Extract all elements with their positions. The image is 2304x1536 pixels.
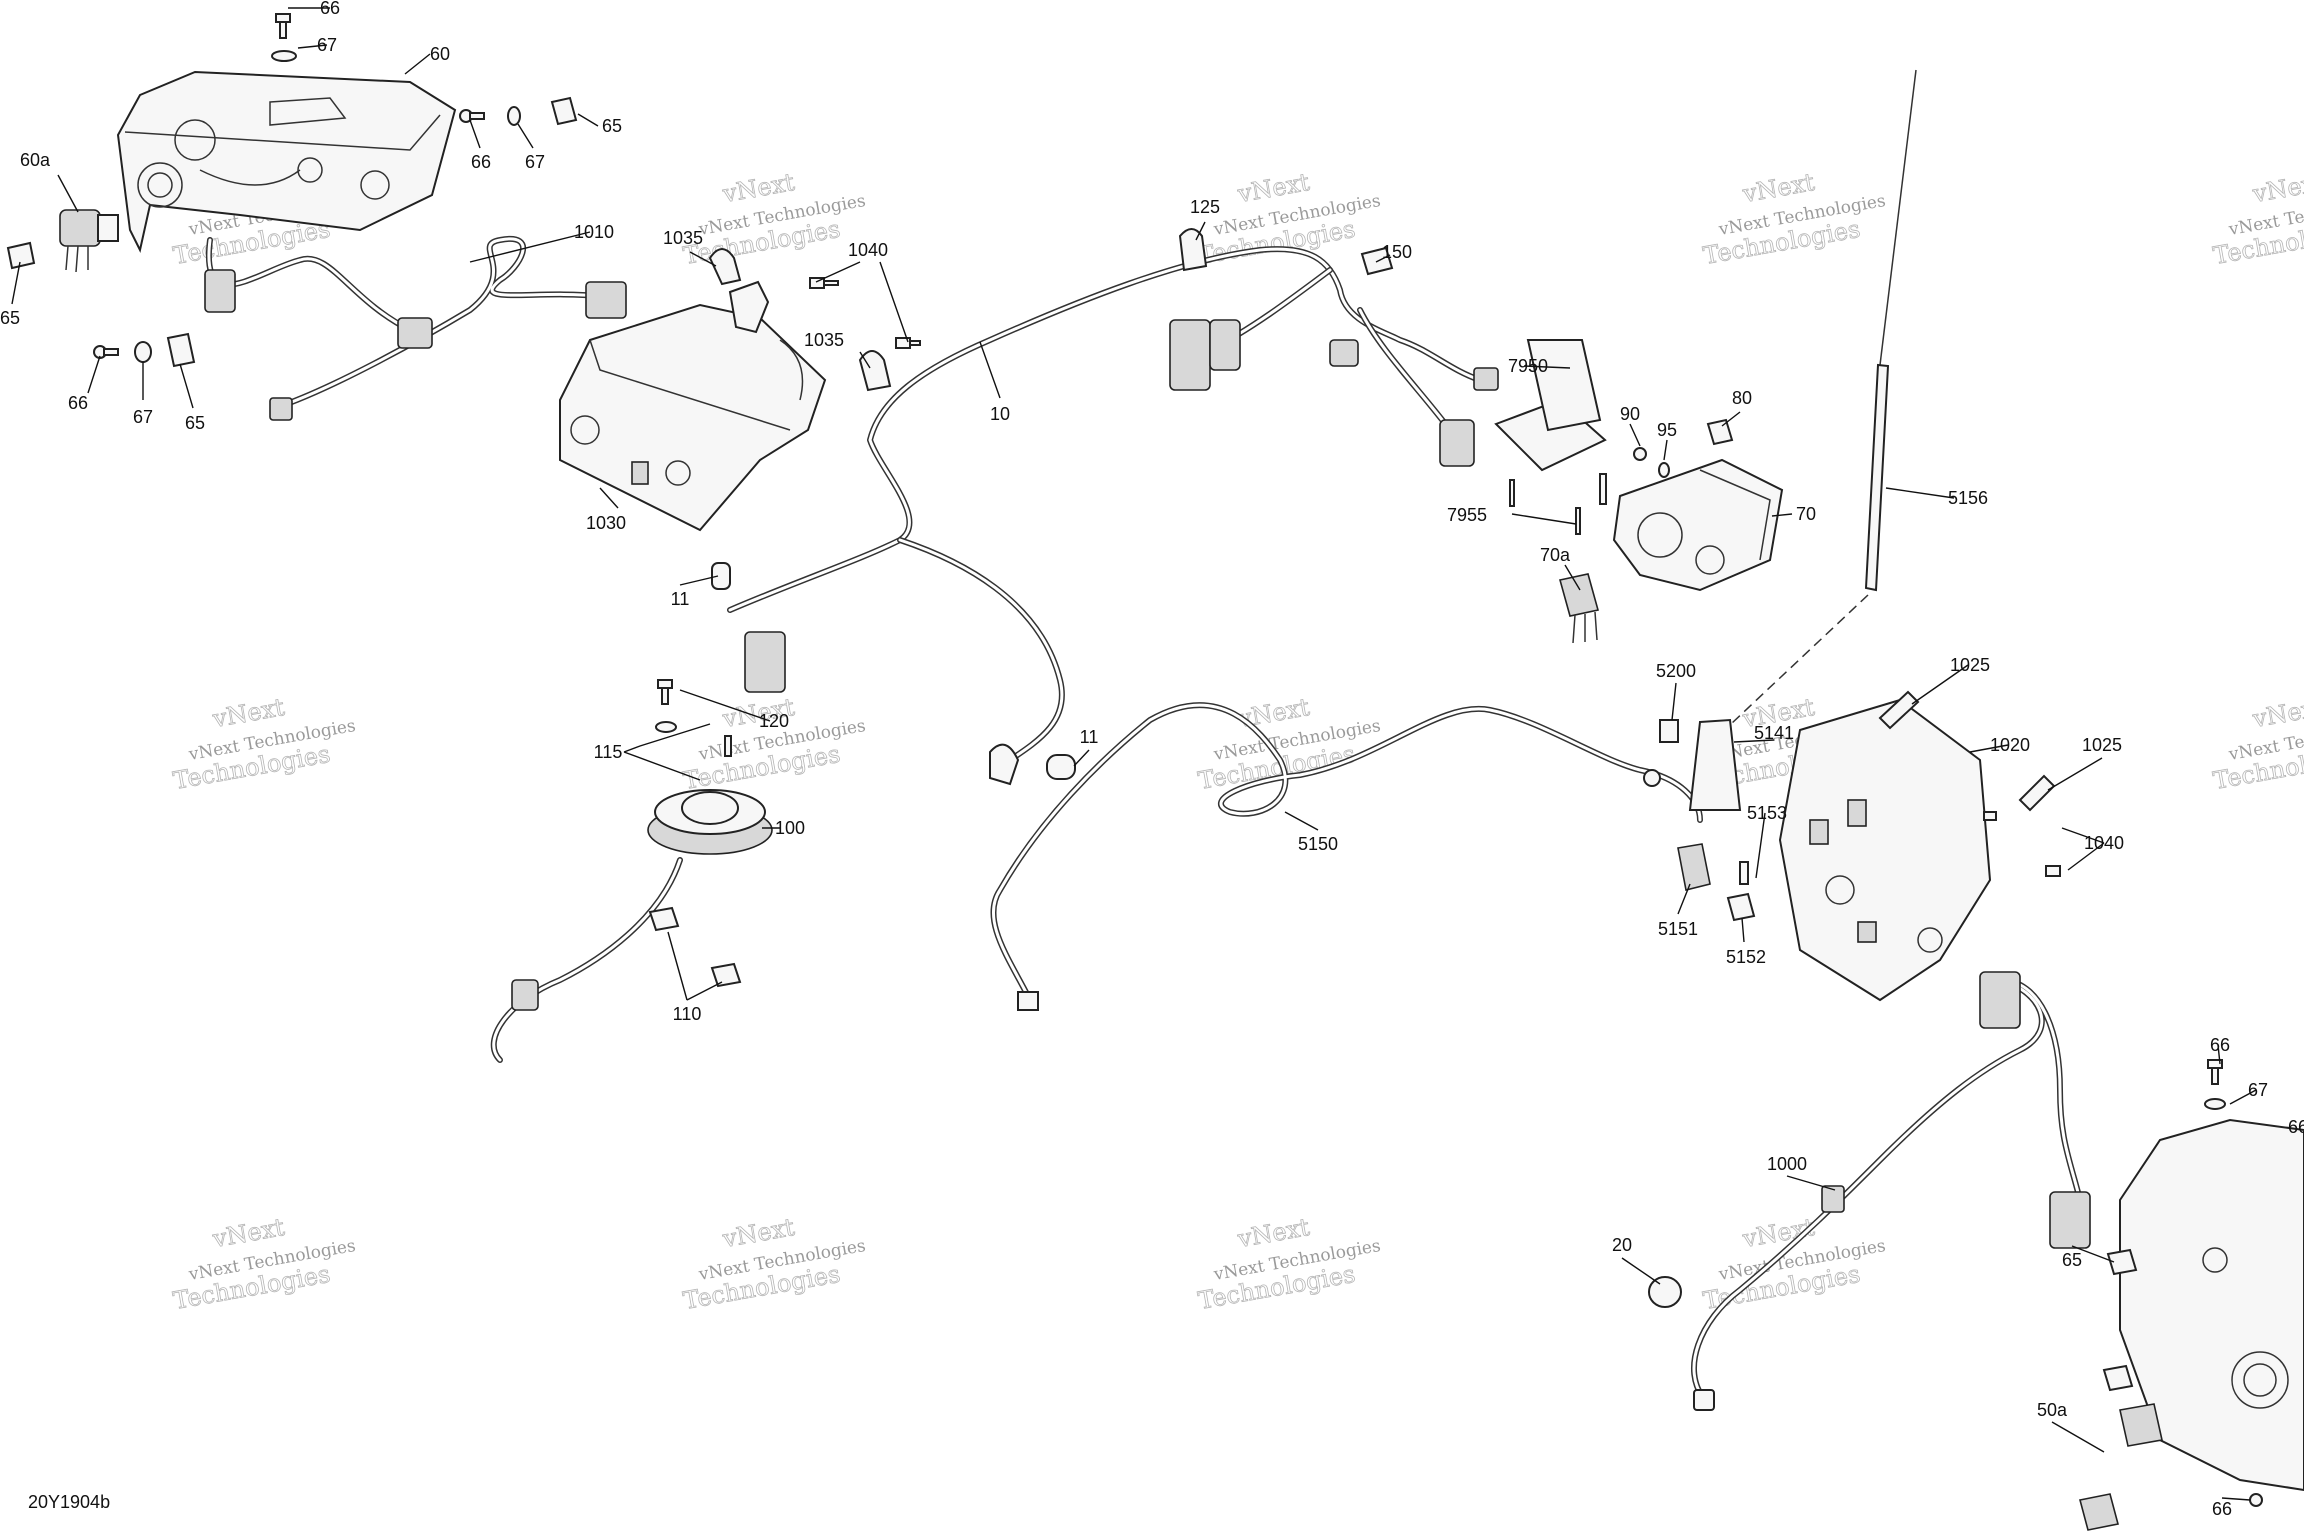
watermark-overlay: vNext [720,168,797,208]
callout-66-c: 66 [68,393,88,413]
callout-11-b: 11 [1080,727,1099,747]
callout-150: 150 [1382,242,1412,262]
bracket-1020 [1659,690,2061,1002]
callout-11-a: 11 [671,589,690,609]
callout-5151: 5151 [1658,919,1698,939]
callout-66-d: 66 [2210,1035,2230,1055]
callout-1035-b: 1035 [804,330,844,350]
callout-65-d: 65 [2062,1250,2082,1270]
callout-5152: 5152 [1726,947,1766,967]
callout-5153: 5153 [1747,803,1787,823]
callout-65-a: 65 [602,116,622,136]
callout-65-c: 65 [185,413,205,433]
watermark-overlay: vNext [1235,693,1312,733]
watermark-overlay: vNext [1235,1213,1312,1253]
callout-7950: 7950 [1508,356,1548,376]
watermark-overlay: vNext [1740,168,1817,208]
leader-lines [11,7,2257,1501]
callout-1010: 1010 [574,222,614,242]
harness-1010 [204,235,627,421]
callout-66-e: 66 [2288,1117,2304,1137]
callout-66-b: 66 [471,152,491,172]
callout-67-a: 67 [317,35,337,55]
callout-5200: 5200 [1656,661,1696,681]
bracket-1030 [559,280,827,532]
callout-1025-a: 1025 [1950,655,1990,675]
antenna-5156 [1713,69,1917,741]
horn-100 [490,679,773,1063]
headlamp-right-assembly [2079,1059,2304,1531]
callout-67-b: 67 [525,152,545,172]
watermark-overlay: vNext [720,1213,797,1253]
clips-1035-1040 [708,248,921,392]
callout-66-a: 66 [320,0,340,18]
callout-50a: 50a [2037,1400,2068,1420]
relay-7950 [1494,339,1607,505]
watermark-overlay: vNext [2250,693,2304,733]
callout-67-c: 67 [133,407,153,427]
callout-110: 110 [673,1004,702,1024]
callout-70: 70 [1796,504,1816,524]
callout-1040-a: 1040 [848,240,888,260]
callout-1030: 1030 [586,513,626,533]
callout-1025-b: 1025 [2082,735,2122,755]
callout-80: 80 [1732,388,1752,408]
callout-1040-b: 1040 [2084,833,2124,853]
callout-95: 95 [1657,420,1677,440]
callout-1035-a: 1035 [663,228,703,248]
callout-65-b: 65 [0,308,20,328]
callout-67-d: 67 [2248,1080,2268,1100]
callout-60: 60 [430,44,450,64]
figure-code: 20Y1904b [28,1492,110,1512]
callout-1000: 1000 [1767,1154,1807,1174]
callout-60a: 60a [20,150,51,170]
lamp-70 [1509,418,1784,644]
callout-90: 90 [1620,404,1640,424]
callout-70a: 70a [1540,545,1571,565]
callout-5150: 5150 [1298,834,1338,854]
callout-115: 115 [594,742,623,762]
watermark-overlay: vNext [1235,168,1312,208]
watermark-overlay: vNext [2250,168,2304,208]
cable-5150 [990,702,1703,1011]
callout-66-f: 66 [2212,1499,2232,1519]
harness-1000 [1648,971,2091,1411]
callout-1020: 1020 [1990,735,2030,755]
harness-10 [711,228,1499,786]
callout-7955: 7955 [1447,505,1487,525]
fasteners-top-left [6,13,578,368]
callout-125: 125 [1190,197,1220,217]
callout-5141: 5141 [1754,723,1794,743]
watermark-overlay: vNext [210,1213,287,1253]
callout-100: 100 [775,818,805,838]
watermark-overlay: vNext [210,693,287,733]
callout-120: 120 [759,711,789,731]
callout-10: 10 [990,404,1010,424]
callout-20: 20 [1612,1235,1632,1255]
bulb-60a [59,209,119,273]
headlamp-left-assembly [116,70,457,253]
callout-5156: 5156 [1948,488,1988,508]
